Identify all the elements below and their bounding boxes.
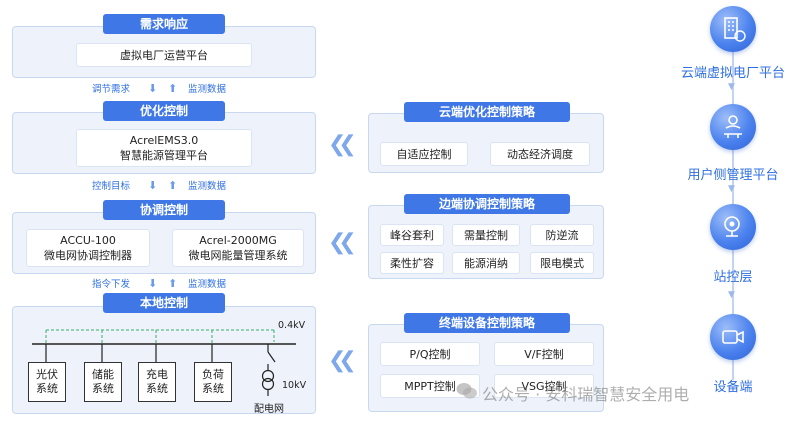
cloud-strategy-header: 云端优化控制策略	[404, 102, 570, 122]
flow3-up-label: 监测数据	[188, 279, 227, 290]
accu-card-line1: ACCU-100	[60, 234, 116, 247]
load-system-line1: 负荷	[202, 368, 224, 381]
load-system-line2: 系统	[202, 382, 224, 395]
ems-card-line2: 智慧能源管理平台	[120, 149, 208, 162]
ems-card-line1: AcrelEMS3.0	[129, 134, 199, 147]
monitor-camera-icon	[710, 204, 756, 250]
chevron-down-icon: ▼	[728, 184, 735, 194]
acrel2000mg-card-line1: Acrel-2000MG	[199, 234, 277, 247]
storage-system-line1: 储能	[92, 368, 114, 381]
accu-card-line2: 微电网协调控制器	[44, 249, 132, 262]
pv-system-line2: 系统	[36, 382, 58, 395]
acrel2000mg-card: Acrel-2000MG 微电网能量管理系统	[172, 229, 304, 267]
charging-system-line1: 充电	[146, 368, 168, 381]
double-left-arrow-icon: ❮❮	[328, 348, 357, 373]
strategy-item: 能源消纳	[452, 252, 520, 274]
chevron-down-icon: ▼	[728, 82, 735, 92]
chevron-down-icon: ▼	[728, 290, 735, 300]
ems-card: AcrelEMS3.0 智慧能源管理平台	[76, 129, 252, 167]
storage-system-line2: 系统	[92, 382, 114, 395]
optimize-header: 优化控制	[103, 101, 225, 121]
load-system-box: 负荷 系统	[194, 362, 232, 402]
double-left-arrow-icon: ❮❮	[328, 230, 357, 255]
accu-card: ACCU-100 微电网协调控制器	[26, 229, 150, 267]
arrow-down-icon: ⬇	[148, 277, 158, 290]
strategy-item: 自适应控制	[380, 142, 468, 166]
flow2-down-label: 控制目标	[92, 181, 131, 192]
voltage-high-label: 10kV	[282, 380, 307, 391]
arrow-up-icon: ⬆	[168, 277, 178, 290]
pv-system-box: 光伏 系统	[28, 362, 66, 402]
strategy-item: VSG控制	[494, 374, 594, 398]
arrow-up-icon: ⬆	[168, 179, 178, 192]
pv-system-line1: 光伏	[36, 368, 58, 381]
device-camera-icon	[710, 314, 756, 360]
flow1-down-label: 调节需求	[92, 84, 131, 95]
voltage-low-label: 0.4kV	[278, 320, 306, 331]
arrow-down-icon: ⬇	[148, 82, 158, 95]
flow3-down-label: 指令下发	[92, 279, 131, 290]
double-left-arrow-icon: ❮❮	[328, 132, 357, 157]
strategy-item: 峰谷套利	[380, 224, 444, 246]
arrow-up-icon: ⬆	[168, 82, 178, 95]
tier-label: 云端虚拟电厂平台	[680, 66, 785, 81]
vpp-platform-card: 虚拟电厂运营平台	[76, 43, 252, 67]
watermark: 公众号 · 安科瑞智慧安全用电	[482, 385, 690, 404]
coord-header: 协调控制	[103, 200, 225, 220]
demand-header: 需求响应	[103, 14, 225, 34]
strategy-item: 动态经济调度	[490, 142, 590, 166]
wechat-icon	[456, 382, 478, 400]
acrel2000mg-card-line2: 微电网能量管理系统	[188, 249, 288, 262]
strategy-item: 柔性扩容	[380, 252, 444, 274]
flow2-up-label: 监测数据	[188, 181, 227, 192]
storage-system-box: 储能 系统	[84, 362, 122, 402]
flow1-up-label: 监测数据	[188, 84, 227, 95]
tier-label: 站控层	[713, 270, 753, 285]
strategy-item: P/Q控制	[380, 342, 480, 366]
strategy-item: 需量控制	[452, 224, 520, 246]
grid-label: 配电网	[254, 404, 284, 415]
strategy-item: V/F控制	[494, 342, 594, 366]
local-header: 本地控制	[103, 293, 225, 313]
charging-system-line2: 系统	[146, 382, 168, 395]
building-icon	[710, 6, 756, 52]
arrow-down-icon: ⬇	[148, 179, 158, 192]
hand-user-icon	[710, 104, 756, 150]
strategy-item: 限电模式	[530, 252, 594, 274]
charging-system-box: 充电 系统	[138, 362, 176, 402]
single-line-diagram	[32, 329, 296, 396]
tier-label: 设备端	[713, 380, 753, 395]
edge-strategy-header: 边端协调控制策略	[404, 194, 570, 214]
strategy-item: 防逆流	[530, 224, 594, 246]
tier-label: 用户侧管理平台	[687, 168, 779, 183]
terminal-strategy-header: 终端设备控制策略	[404, 313, 570, 333]
